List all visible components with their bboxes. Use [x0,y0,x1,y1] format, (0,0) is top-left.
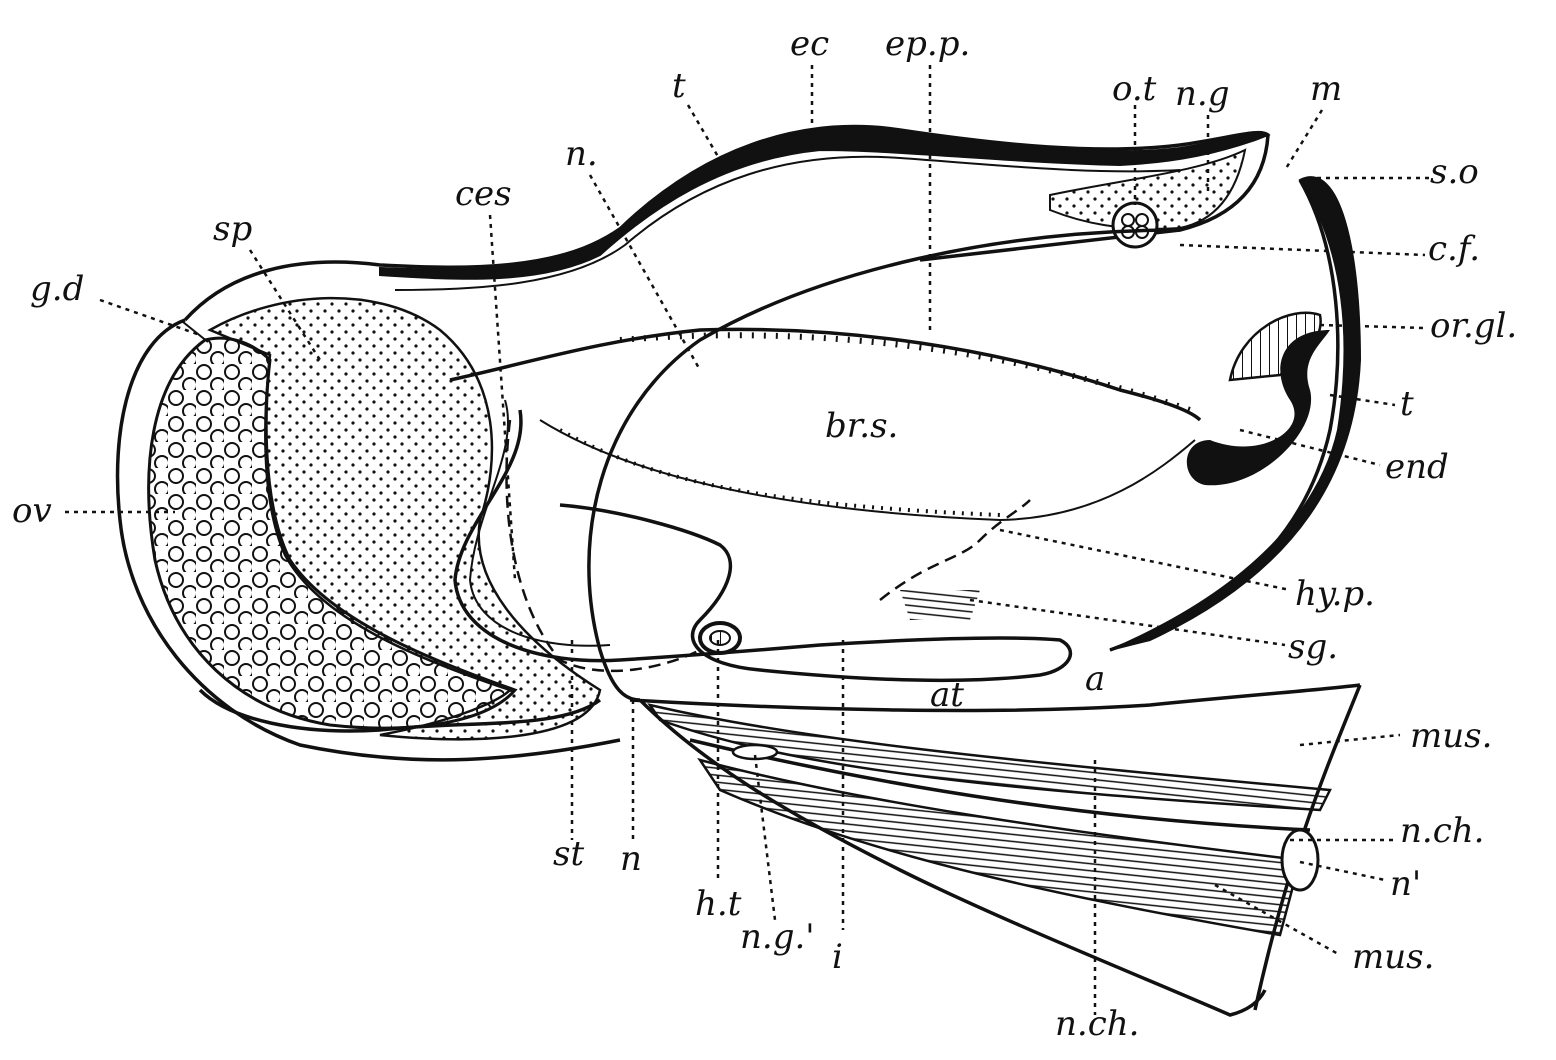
label-t-right: t [1400,384,1414,424]
label-a: a [1085,659,1105,699]
label-cf: c.f. [1428,229,1480,269]
label-m: m [1310,69,1342,109]
label-ot: o.t [1112,69,1157,109]
label-ng-prime: n.g.' [740,917,815,957]
label-hyp: hy.p. [1295,574,1375,614]
label-gd: g.d [30,269,84,309]
otolith [1111,201,1159,249]
label-sp: sp [213,209,252,249]
branchial-sac [449,327,1202,422]
label-ov: ov [12,491,52,531]
label-ces: ces [455,174,512,214]
label-at: at [930,675,964,715]
label-epp: ep.p. [885,24,970,64]
label-nch-right: n.ch. [1400,811,1484,851]
label-ec: ec [790,24,829,64]
nerve-ganglion [1049,148,1247,230]
oral-gland [1228,311,1322,382]
label-n-top: n. [565,134,598,174]
tail [629,683,1362,1017]
atrial-wall [587,228,1181,702]
label-st: st [553,834,584,874]
label-nch-bottom: n.ch. [1055,1004,1139,1044]
heart [698,621,742,655]
label-mus-top: mus. [1410,716,1492,756]
leader-lines [65,65,1430,1015]
label-n-bottom: n [620,839,642,879]
label-end: end [1385,447,1449,487]
label-orgl: or.gl. [1430,306,1517,346]
label-ng: n.g [1175,74,1229,114]
label-so: s.o [1430,152,1479,192]
test-band [379,127,1271,280]
mantle-band [1109,176,1362,651]
endostyle [1186,330,1330,486]
stomach [453,409,1073,683]
label-t-top: t [672,66,686,106]
label-i: i [832,937,843,977]
spermary [207,296,602,741]
label-sg: sg. [1288,627,1338,667]
labels: ec ep.p. t o.t n.g m s.o n. ces sp g.d c… [12,24,1517,1044]
label-n-prime: n' [1390,864,1421,904]
stigmata [900,590,980,620]
label-brs: br.s. [825,406,898,446]
label-mus-bottom: mus. [1352,937,1434,977]
label-ht: h.t [695,884,742,924]
